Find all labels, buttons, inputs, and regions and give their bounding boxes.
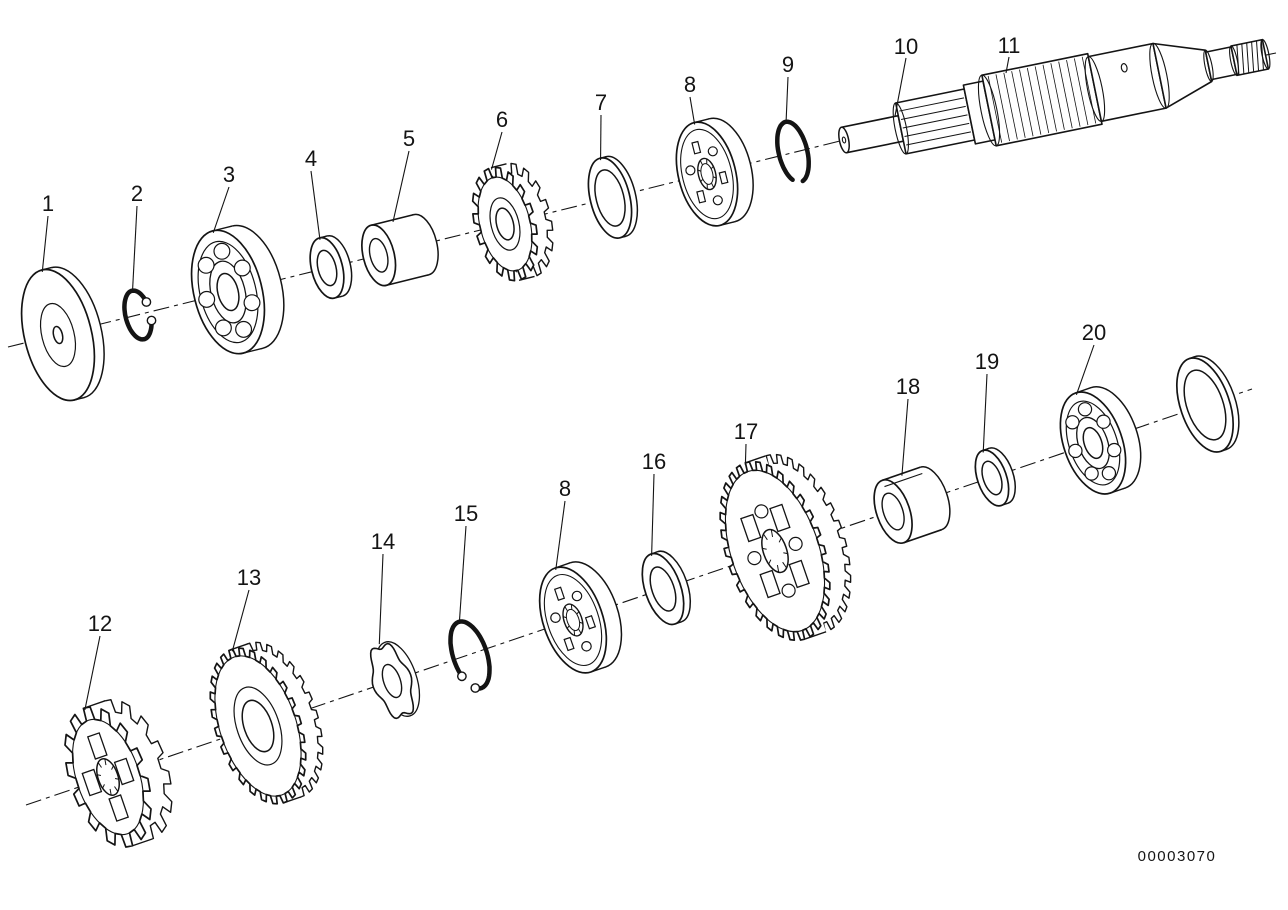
part-callout-gear-3rd: 17 xyxy=(734,419,758,465)
part-thrust-washer-thin xyxy=(587,155,639,239)
part-shifting-dog xyxy=(675,117,754,227)
part-label-13: 13 xyxy=(237,565,261,590)
leader-line-13 xyxy=(231,589,250,652)
part-label-7: 7 xyxy=(595,90,607,115)
part-callout-circlip: 2 xyxy=(131,181,143,293)
part-callout-shim-washer-3: 19 xyxy=(975,349,999,453)
part-label-1: 1 xyxy=(42,191,54,216)
part-callout-gear-4th: 6 xyxy=(490,107,508,170)
part-gear-3rd xyxy=(719,453,852,642)
part-shifting-dog-2 xyxy=(538,561,623,674)
leader-line-17 xyxy=(744,443,747,465)
part-callout-snap-ring: 9 xyxy=(782,52,794,124)
part-lock-washer xyxy=(369,641,421,720)
leader-line-8 xyxy=(555,500,566,570)
part-label-20: 20 xyxy=(1082,320,1106,345)
part-label-18: 18 xyxy=(896,374,920,399)
part-bearing-bushing xyxy=(873,466,951,545)
leader-line-12 xyxy=(84,635,101,710)
part-callout-spacer-bushing: 5 xyxy=(392,126,415,222)
leader-line-9 xyxy=(785,76,789,124)
part-label-5: 5 xyxy=(403,126,415,151)
part-ball-bearing-2 xyxy=(1059,386,1142,495)
part-shim-washer-2 xyxy=(641,550,692,626)
part-circlip xyxy=(122,288,157,342)
leader-line-2 xyxy=(131,205,138,293)
part-callout-shim-washer-2: 16 xyxy=(642,449,666,556)
part-label-8: 8 xyxy=(684,72,696,97)
leader-line-14 xyxy=(378,553,384,645)
leader-line-6 xyxy=(490,131,503,170)
part-snap-ring-open xyxy=(448,619,492,693)
part-label-2: 2 xyxy=(131,181,143,206)
part-label-19: 19 xyxy=(975,349,999,374)
leader-line-18 xyxy=(901,398,909,476)
part-label-14: 14 xyxy=(371,529,395,554)
part-snap-ring xyxy=(775,119,811,184)
part-gear-1st xyxy=(64,699,173,848)
part-label-6: 6 xyxy=(496,107,508,132)
part-callout-ball-bearing-2: 20 xyxy=(1075,320,1106,395)
leader-line-1 xyxy=(41,215,49,272)
leader-line-4 xyxy=(310,170,321,240)
leader-line-19 xyxy=(982,373,988,453)
part-shim-washer-3 xyxy=(974,447,1016,507)
leader-line-15 xyxy=(458,525,467,624)
part-callout-shifting-dog: 8 xyxy=(684,72,696,125)
part-label-8: 8 xyxy=(559,476,571,501)
part-label-17: 17 xyxy=(734,419,758,444)
leader-line-11 xyxy=(1005,56,1010,74)
leader-line-3 xyxy=(212,186,230,233)
part-callout-shifting-dog-2: 8 xyxy=(555,476,571,570)
part-label-3: 3 xyxy=(223,162,235,187)
leader-line-8 xyxy=(689,96,696,125)
part-gear-2nd xyxy=(209,641,324,805)
part-callout-ball-bearing: 3 xyxy=(212,162,235,233)
part-ball-bearing xyxy=(190,224,285,355)
part-callout-lock-washer: 14 xyxy=(371,529,395,645)
part-callout-shaft-splines: 11 xyxy=(998,33,1021,74)
part-callout-snap-ring-open: 15 xyxy=(454,501,478,624)
part-callout-shaft-journal: 10 xyxy=(894,34,918,117)
part-label-11: 11 xyxy=(998,33,1021,58)
part-callout-thrust-washer: 1 xyxy=(41,191,54,272)
leader-line-20 xyxy=(1075,344,1095,395)
part-label-16: 16 xyxy=(642,449,666,474)
part-label-4: 4 xyxy=(305,146,317,171)
part-spacer-ring xyxy=(1176,355,1240,453)
diagram-code: 00003070 xyxy=(1138,848,1217,865)
leader-line-5 xyxy=(392,150,410,222)
part-output-shaft xyxy=(838,38,1271,155)
part-label-10: 10 xyxy=(894,34,918,59)
part-callout-gear-1st: 12 xyxy=(84,611,112,710)
part-callout-gear-2nd: 13 xyxy=(231,565,261,652)
part-label-12: 12 xyxy=(88,611,112,636)
part-spacer-bushing xyxy=(361,213,439,287)
part-thrust-washer xyxy=(20,266,105,402)
leader-line-10 xyxy=(894,57,907,117)
part-callout-bearing-bushing: 18 xyxy=(896,374,920,476)
part-shim-washer xyxy=(309,235,353,300)
part-callout-shim-washer: 4 xyxy=(305,146,321,240)
part-label-15: 15 xyxy=(454,501,478,526)
leader-line-16 xyxy=(651,473,655,556)
part-callout-thrust-washer-thin: 7 xyxy=(595,90,607,161)
part-label-9: 9 xyxy=(782,52,794,77)
part-gear-4th xyxy=(471,162,554,282)
